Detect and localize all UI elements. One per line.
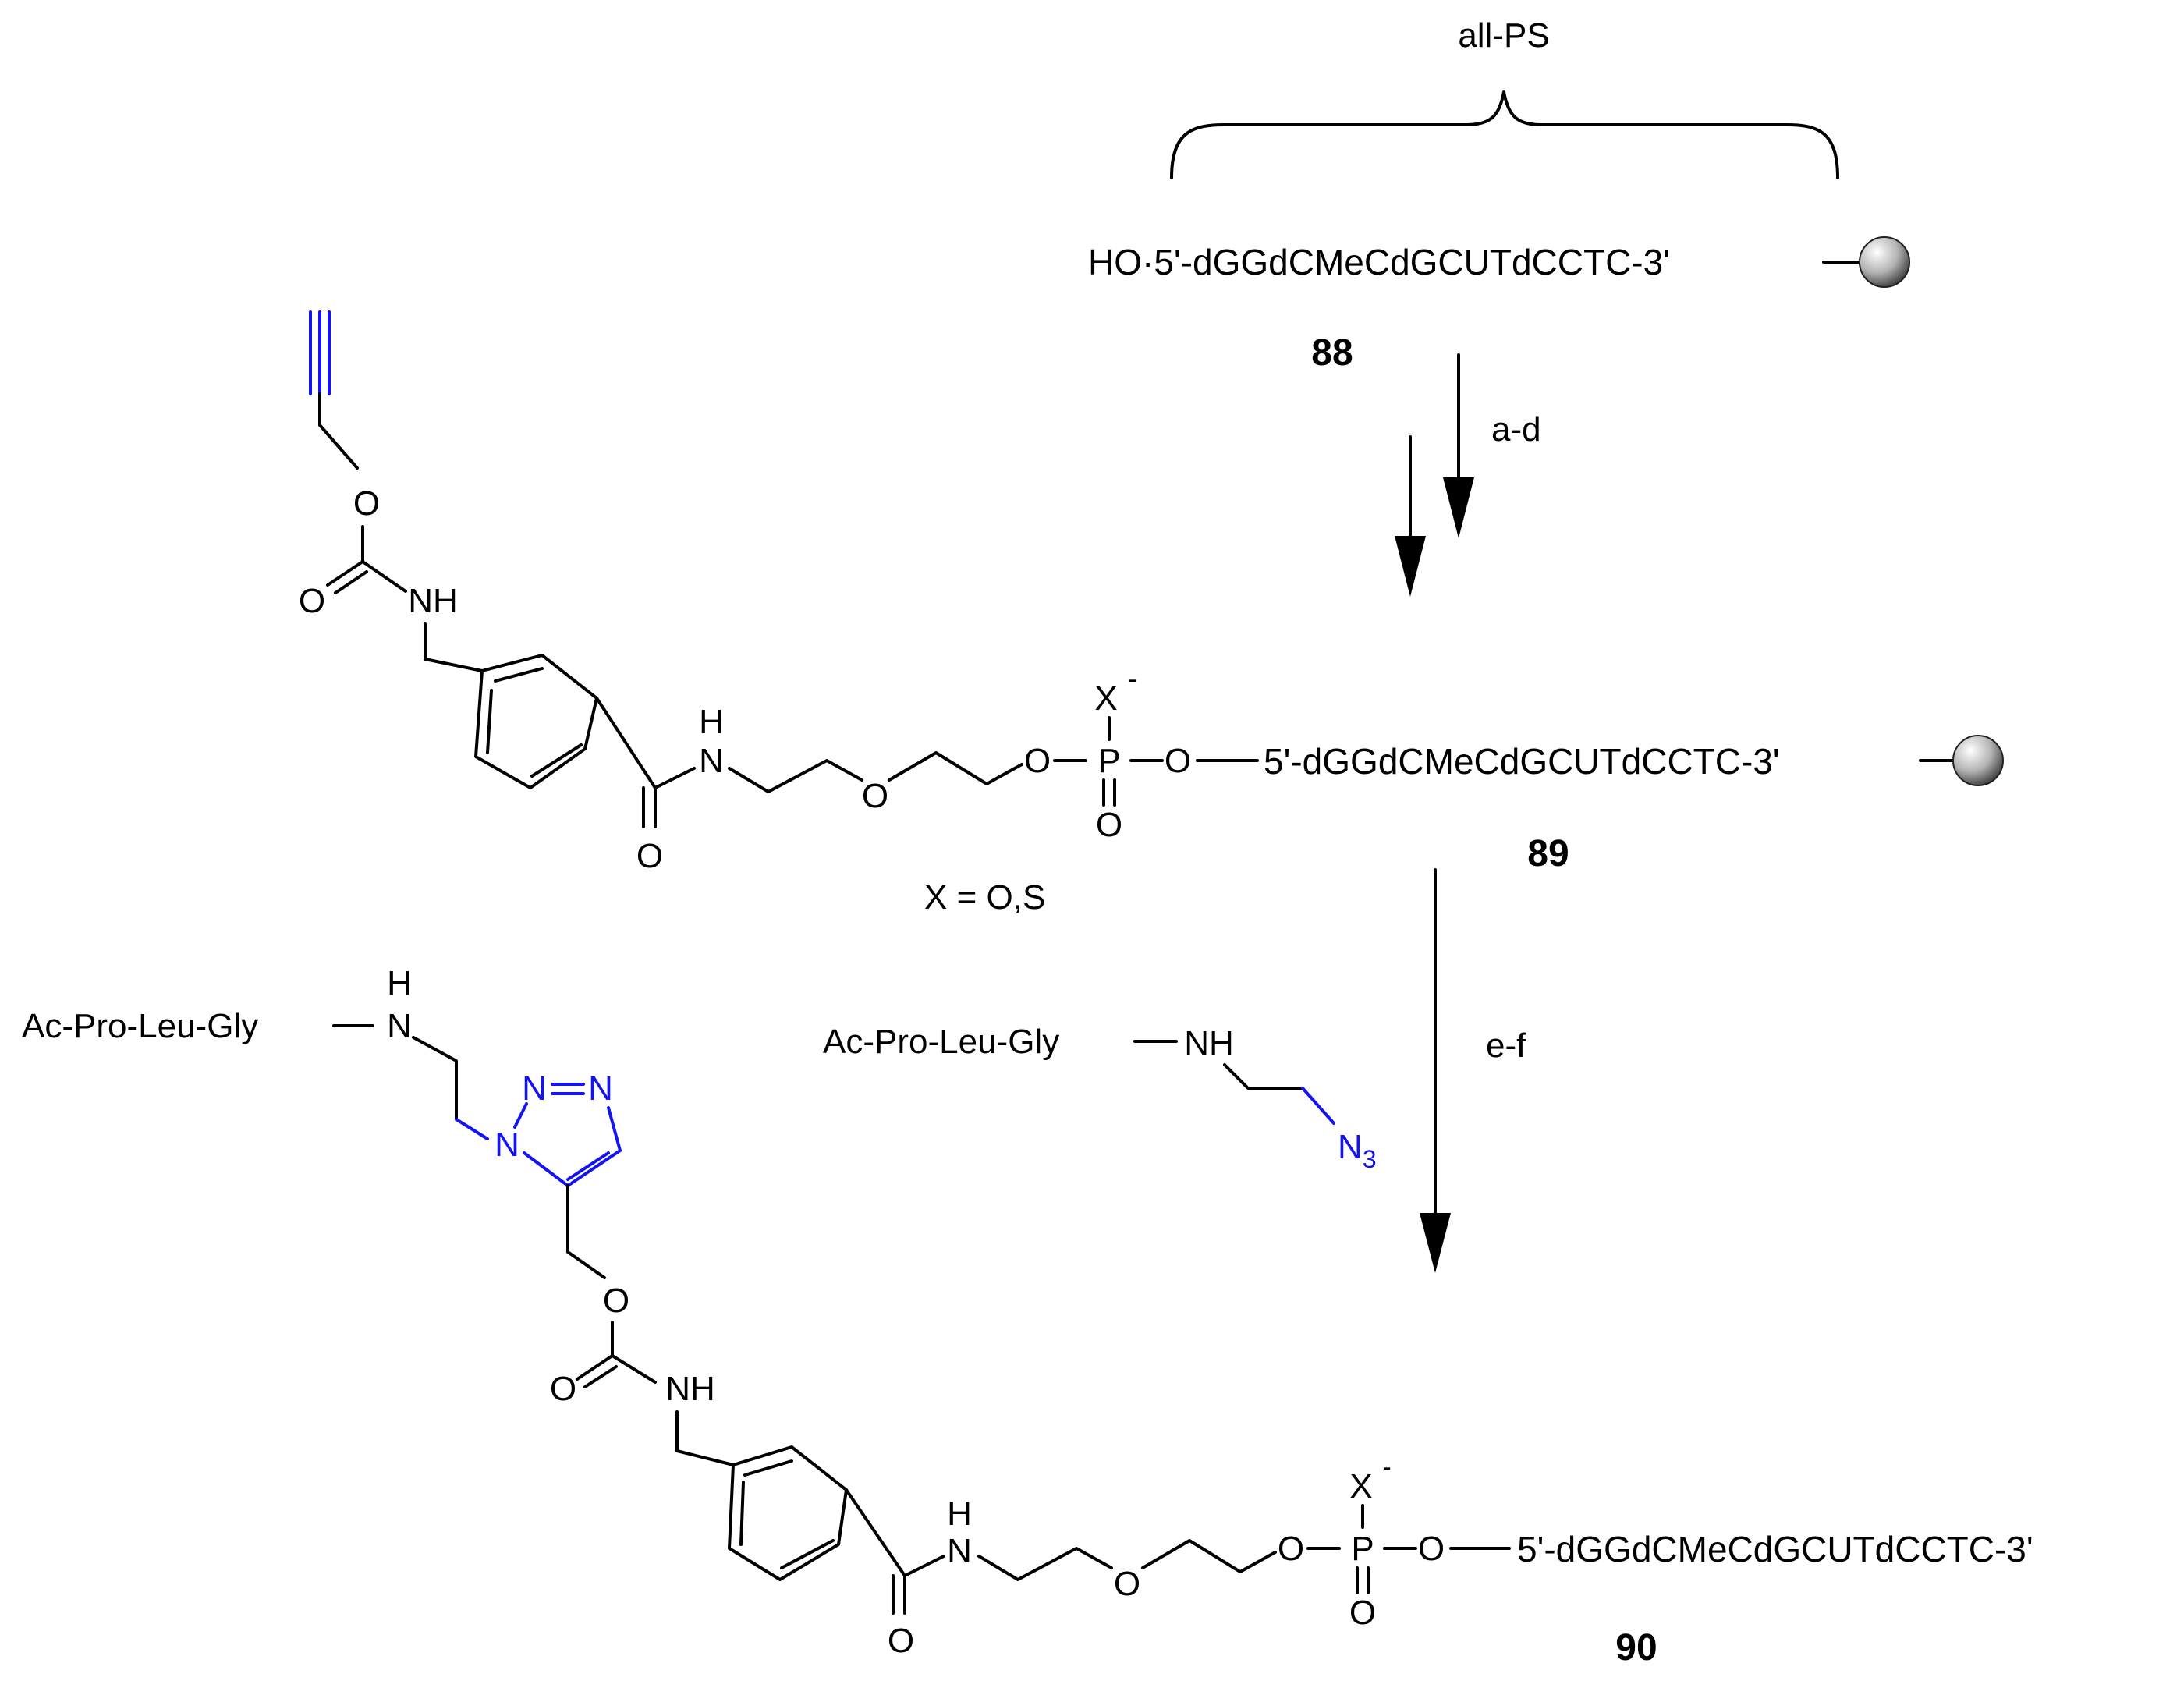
bond: [595, 697, 657, 789]
sequence-90: 5'-dGGdCMeCdGCUTdCCTC-3': [1517, 1529, 2033, 1569]
bond: [334, 570, 368, 594]
azide-n3-symbol: N: [1338, 1128, 1363, 1166]
bond: [318, 424, 359, 470]
triazole-bond: [566, 1151, 610, 1181]
peptide-azide-label: Ac-Pro-Leu-Gly: [823, 1023, 1059, 1061]
bond: [903, 1555, 945, 1577]
triazole-n2: N: [522, 1069, 547, 1108]
arrow-a-d-left-head: [1395, 536, 1426, 597]
aromatic-bond: [739, 1481, 745, 1546]
atom-n-amide: N: [947, 1532, 972, 1570]
atom-nh-carbamate: NH: [665, 1370, 715, 1408]
atom-x: X: [1349, 1467, 1372, 1505]
charge-minus: -: [1382, 1452, 1391, 1482]
peg-chain: [1141, 1539, 1277, 1573]
atom-nh-azide: NH: [1184, 1024, 1234, 1062]
atom-n-product: N: [387, 1007, 412, 1045]
compound-90-label: 90: [1615, 1627, 1657, 1668]
atom-p: P: [1097, 742, 1120, 780]
atom-o-ester: O: [603, 1282, 629, 1320]
atom-o-phosphate: O: [1278, 1530, 1304, 1568]
atom-o-p-double: O: [1096, 806, 1122, 844]
ethyl-chain: [1223, 1063, 1304, 1090]
charge-minus: -: [1128, 665, 1136, 694]
atom-h-product: H: [387, 964, 412, 1002]
atom-o-amide: O: [636, 837, 663, 875]
triazole-bond: [607, 1106, 622, 1152]
step-2-reagents: e-f: [1486, 1027, 1526, 1065]
benzene-ring: [474, 654, 598, 789]
triazole-n1: N: [495, 1126, 519, 1164]
arrow-a-d-right-head: [1443, 477, 1474, 538]
benzene-ring: [728, 1445, 848, 1581]
bond: [675, 1449, 735, 1466]
triazole-bond: [523, 1151, 569, 1187]
atom-n-amide: N: [699, 742, 724, 780]
all-ps-brace: [1170, 90, 1839, 179]
atom-p: P: [1351, 1530, 1374, 1568]
aromatic-bond: [530, 743, 583, 778]
atom-o-peg: O: [862, 777, 888, 815]
triazole-n3: N: [588, 1069, 613, 1108]
aromatic-bond: [494, 667, 544, 683]
atom-o-phosphate: O: [1024, 742, 1051, 780]
aromatic-bond: [743, 1459, 793, 1477]
x-definition: X = O,S: [924, 878, 1045, 917]
brace-label: all-PS: [1458, 16, 1549, 55]
sequence-88: HO·5'-dGGdCMeCdGCUTdCCTC-3': [1088, 242, 1670, 282]
aromatic-bond: [486, 689, 493, 754]
atom-o-amide: O: [888, 1622, 914, 1660]
compound-89-label: 89: [1527, 833, 1569, 874]
bond: [845, 1488, 906, 1577]
peg-chain: [977, 1547, 1113, 1581]
atom-o-phosphate: O: [1165, 742, 1191, 780]
peg-chain: [888, 751, 1023, 785]
atom-nh-carbamate: NH: [408, 582, 458, 620]
ethyl-chain: [412, 1036, 458, 1121]
aromatic-bond: [780, 1539, 835, 1569]
step-1-reagents: a-d: [1491, 410, 1541, 449]
bond: [576, 1354, 614, 1381]
atom-o-carbonyl: O: [550, 1370, 576, 1408]
atom-o-ester: O: [353, 484, 380, 523]
triazole-bond: [566, 1149, 622, 1187]
triazole-n-bond: [455, 1118, 489, 1140]
atom-x: X: [1094, 679, 1117, 718]
atom-h-amide: H: [947, 1495, 972, 1533]
bond: [566, 1250, 606, 1279]
peptide-product-label: Ac-Pro-Leu-Gly: [22, 1007, 258, 1045]
triazole-bond: [513, 1102, 528, 1129]
azide-n3: N3: [1338, 1128, 1377, 1173]
compound-88-label: 88: [1311, 332, 1353, 374]
bond: [611, 1354, 657, 1384]
azide-n3-subscript: 3: [1363, 1145, 1377, 1173]
bond: [583, 1365, 618, 1388]
atom-o-peg: O: [1114, 1565, 1140, 1603]
atom-o-phosphate: O: [1418, 1530, 1445, 1568]
atom-o-carbonyl: O: [299, 582, 325, 620]
solid-support-bead-88: [1859, 236, 1910, 288]
solid-support-bead-89: [1952, 735, 2004, 786]
peg-chain: [728, 759, 863, 793]
bond: [654, 767, 696, 789]
bond: [361, 560, 407, 593]
atom-o-p-double: O: [1349, 1594, 1376, 1632]
azide-bond: [1301, 1087, 1335, 1125]
atom-h-amide: H: [699, 703, 724, 741]
arrow-e-f-head: [1420, 1213, 1451, 1273]
bond: [424, 658, 484, 672]
bond: [326, 560, 364, 587]
sequence-89: 5'-dGGdCMeCdGCUTdCCTC-3': [1264, 741, 1780, 782]
